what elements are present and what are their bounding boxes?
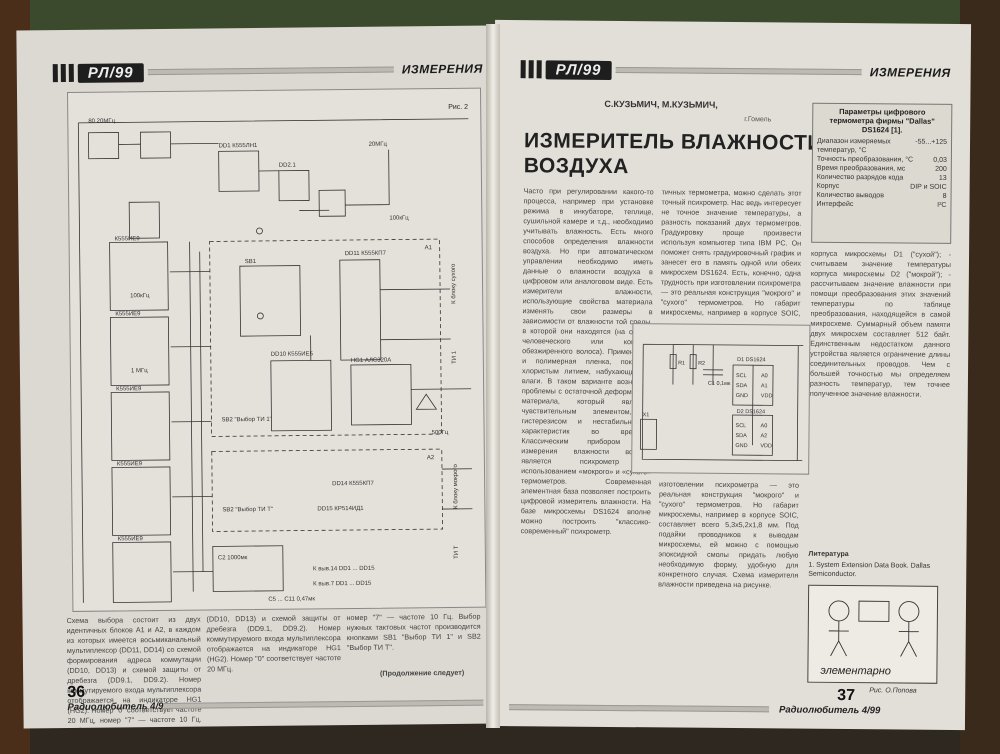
svg-text:D2 DS1624: D2 DS1624 [737, 409, 765, 415]
header-bars [520, 60, 542, 79]
left-header: РЛ/99 ИЗМЕРЕНИЯ [52, 58, 483, 85]
header-rule [147, 66, 394, 76]
sidebar-title: Параметры цифрового термометра фирмы "Da… [829, 106, 935, 135]
svg-text:DD14 К555КП7: DD14 К555КП7 [332, 481, 374, 487]
continued-note: (Продолжение следует) [379, 667, 465, 678]
svg-text:SB2 "Выбор ТИ Т": SB2 "Выбор ТИ Т" [222, 507, 273, 514]
svg-text:1 МГц: 1 МГц [131, 368, 148, 374]
svg-text:C5 ... C11 0,47мк: C5 ... C11 0,47мк [268, 596, 315, 602]
svg-text:SB2 "Выбор ТИ 1": SB2 "Выбор ТИ 1" [221, 417, 271, 424]
svg-text:C2 1000мк: C2 1000мк [218, 555, 248, 561]
svg-text:X1: X1 [643, 412, 650, 418]
svg-text:К выв.7 DD1 ... DD15: К выв.7 DD1 ... DD15 [313, 581, 372, 588]
left-page: РЛ/99 ИЗМЕРЕНИЯ [16, 25, 498, 729]
literature-title: Литература [808, 550, 849, 559]
figure-label: Рис. 2 [448, 104, 468, 111]
right-footer: Радиолюбитель 4/99 [779, 704, 881, 717]
svg-text:DD11 К555КП7: DD11 К555КП7 [345, 251, 387, 257]
svg-text:A2: A2 [760, 433, 767, 439]
figure-caption: Рис. О.Попова [869, 687, 917, 695]
footer-rule [509, 704, 770, 713]
svg-text:C1 0,1мк: C1 0,1мк [708, 381, 731, 387]
svg-text:VDD: VDD [760, 443, 772, 449]
humidity-schematic: D1 DS1624 D2 DS1624 R1 R2 C1 0,1мк X1 SCL… [631, 323, 811, 475]
right-page-number: 37 [837, 686, 856, 705]
svg-text:SB1: SB1 [245, 259, 257, 265]
right-page: РЛ/99 ИЗМЕРЕНИЯ С.КУЗЬМИЧ, М.КУЗЬМИЧ, г.… [488, 19, 972, 731]
svg-text:A1: A1 [425, 245, 433, 251]
left-page-number: 36 [67, 683, 86, 702]
left-section-label: ИЗМЕРЕНИЯ [401, 61, 483, 77]
svg-text:SCL: SCL [736, 373, 747, 379]
svg-text:DD10 К555ИЕ5: DD10 К555ИЕ5 [271, 351, 314, 357]
left-logo: РЛ/99 [77, 62, 144, 83]
literature-item: 1. System Extension Data Book. Dallas Se… [808, 561, 931, 579]
right-text-col2b: изготовлении психрометра — это реальная … [658, 479, 800, 590]
sidebar-row: Диапазон измеряемых температур, °С-55...… [816, 137, 948, 155]
svg-text:DD15 КР514ИД1: DD15 КР514ИД1 [317, 506, 364, 512]
svg-text:SDA: SDA [735, 433, 747, 439]
article-title-line2: ВОЗДУХА [523, 154, 630, 179]
svg-text:100кГц: 100кГц [130, 293, 150, 299]
svg-text:500Гц: 500Гц [432, 430, 449, 436]
svg-text:К555ИЕ9: К555ИЕ9 [118, 536, 144, 542]
svg-text:VDD: VDD [761, 393, 773, 399]
svg-text:80 20МГц: 80 20МГц [88, 118, 115, 124]
humidity-schematic-svg: D1 DS1624 D2 DS1624 R1 R2 C1 0,1мк X1 SCL… [639, 343, 804, 462]
svg-text:К555ИЕ9: К555ИЕ9 [115, 236, 141, 242]
header-bars [52, 63, 74, 83]
header-rule [615, 66, 862, 76]
svg-text:R1: R1 [678, 361, 685, 367]
right-text-col3: корпуса микросхемы D1 ("сухой"); - считы… [809, 248, 952, 399]
article-title-line1: ИЗМЕРИТЕЛЬ ВЛАЖНОСТИ [523, 129, 824, 155]
svg-text:DD1 К555ЛН1: DD1 К555ЛН1 [219, 143, 259, 149]
right-text-col2a: тичных термометра, можно сделать этот то… [660, 187, 802, 318]
svg-text:К выв.14 DD1 ... DD15: К выв.14 DD1 ... DD15 [313, 566, 375, 573]
left-text-col3: номер "7" — частоте 10 Гц. Выбор нужных … [346, 611, 481, 653]
cartoon-illustration: элементарно [807, 584, 939, 684]
svg-text:HG1 АЛС320А: HG1 АЛС320А [351, 358, 391, 364]
footer-rule [163, 699, 484, 709]
svg-text:100кГц: 100кГц [389, 215, 409, 221]
svg-text:К555ИЕ9: К555ИЕ9 [117, 461, 143, 467]
svg-text:К555ИЕ9: К555ИЕ9 [116, 386, 142, 392]
cartoon-drawing: элементарно [820, 600, 920, 678]
right-logo: РЛ/99 [545, 59, 612, 80]
svg-text:A1: A1 [761, 383, 768, 389]
svg-text:SCL: SCL [736, 423, 747, 429]
city: г.Гомель [744, 116, 772, 124]
right-header: РЛ/99 ИЗМЕРЕНИЯ [520, 58, 951, 84]
svg-text:К555ИЕ9: К555ИЕ9 [115, 311, 141, 317]
circuit-diagram: 80 20МГц DD1 К555ЛН1 DD2.1 20МГц 100кГц … [67, 87, 487, 612]
svg-text:ТИ 1: ТИ 1 [452, 350, 458, 364]
svg-text:20МГц: 20МГц [369, 142, 388, 148]
left-text-col2: (DD10, DD13) и схемой защиты от дребезга… [206, 613, 341, 674]
svg-text:R2: R2 [698, 361, 705, 367]
svg-text:A0: A0 [761, 373, 768, 379]
svg-text:A0: A0 [761, 423, 768, 429]
svg-text:DD2.1: DD2.1 [279, 163, 297, 169]
authors: С.КУЗЬМИЧ, М.КУЗЬМИЧ, [604, 98, 718, 110]
svg-text:A2: A2 [427, 455, 435, 461]
cartoon-caption: элементарно [820, 665, 891, 678]
svg-text:SDA: SDA [736, 383, 748, 389]
left-footer: Радиолюбитель 4/99 [67, 700, 169, 714]
right-section-label: ИЗМЕРЕНИЯ [869, 65, 951, 80]
svg-text:К блоку мокрого: К блоку мокрого [453, 463, 459, 508]
circuit-schematic: 80 20МГц DD1 К555ЛН1 DD2.1 20МГц 100кГц … [77, 104, 473, 603]
svg-text:GND: GND [735, 443, 747, 449]
book-spine [486, 24, 500, 728]
parameters-sidebar: Параметры цифрового термометра фирмы "Da… [811, 102, 953, 244]
svg-text:GND: GND [736, 393, 748, 399]
svg-text:ТИ Т: ТИ Т [454, 545, 460, 559]
svg-text:D1 DS1624: D1 DS1624 [737, 357, 765, 363]
svg-text:К блоку сухого: К блоку сухого [451, 263, 457, 304]
